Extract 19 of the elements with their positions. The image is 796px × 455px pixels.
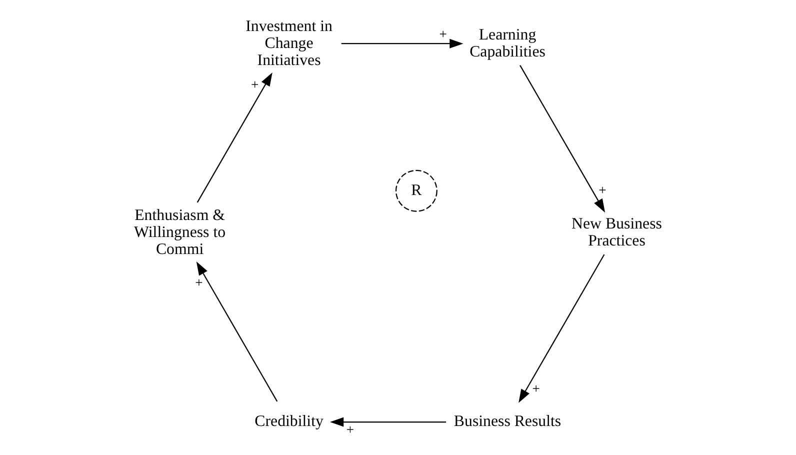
node-text: Learning Capabilities: [470, 26, 546, 60]
edge-label: +: [532, 380, 540, 396]
node-text: Investment in Change Initiatives: [246, 17, 332, 68]
edge-label: +: [439, 26, 447, 41]
arrow: [341, 38, 464, 48]
node-text: New Business Practices: [572, 215, 662, 250]
edge-label: +: [346, 422, 354, 437]
arrow: [196, 261, 278, 402]
arrow: [520, 64, 606, 212]
edge-label: +: [195, 274, 203, 290]
arrow: [196, 72, 272, 202]
arrow: [330, 416, 446, 426]
arrow: [518, 254, 605, 402]
edge-label: +: [250, 76, 259, 92]
node-text: Enthusiasm & Willingness to Commi: [134, 206, 226, 258]
node-text: Business Results: [454, 412, 562, 430]
label: R: [411, 182, 422, 199]
node-text: Credibility: [254, 412, 324, 430]
edge-label: +: [598, 182, 606, 197]
